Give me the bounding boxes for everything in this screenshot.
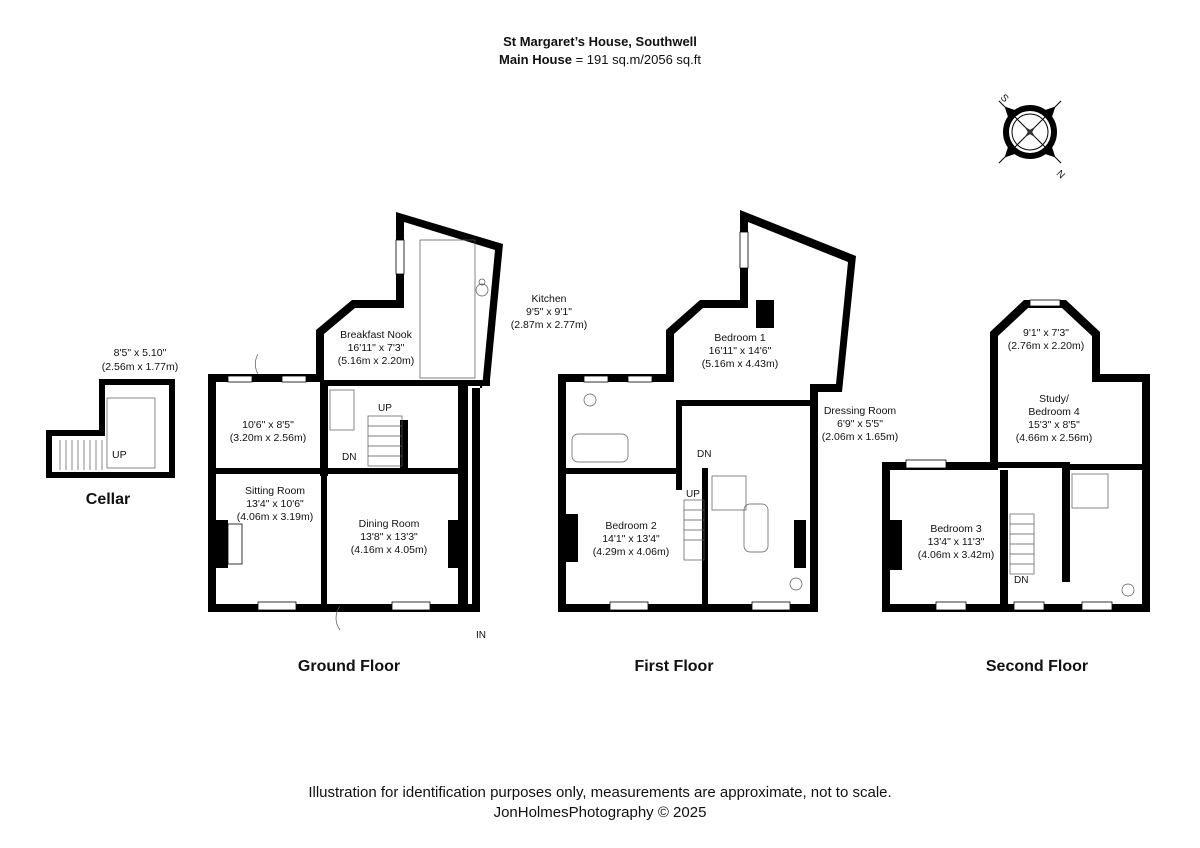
first-stair-down: DN (697, 449, 711, 460)
dressing-room-dims-metric: (2.06m x 1.65m) (822, 431, 898, 443)
bedroom1-name: Bedroom 1 (714, 332, 766, 344)
second-floor-title: Second Floor (986, 658, 1088, 675)
bedroom2-name: Bedroom 2 (605, 520, 657, 532)
kitchen-dims-imperial: 9'5" x 9'1" (526, 306, 572, 318)
sitting-room-dims-metric: (4.06m x 3.19m) (237, 511, 313, 523)
area-label: Main House (499, 52, 572, 67)
dining-room-dims-metric: (4.16m x 4.05m) (351, 544, 427, 556)
ground-stair-up: UP (378, 403, 392, 414)
bedroom2-dims-metric: (4.29m x 4.06m) (593, 546, 669, 558)
study-dims-imperial: 15'3" x 8'5" (1028, 419, 1080, 431)
area-value: = 191 sq.m/2056 sq.ft (575, 52, 701, 67)
study-dims-metric: (4.66m x 2.56m) (1016, 432, 1092, 444)
compass-south-label: S (998, 92, 1011, 105)
bedroom1-dims-imperial: 16'11" x 14'6" (709, 345, 772, 357)
study-name-1: Study/ (1039, 393, 1069, 405)
breakfast-nook-dims-imperial: 16'11" x 7'3" (348, 342, 405, 354)
sitting-room-name: Sitting Room (245, 485, 305, 497)
entrance-label: IN (476, 630, 486, 641)
cellar-stair-up: UP (112, 449, 127, 461)
compass-north-label: N (1054, 168, 1067, 181)
breakfast-nook-name: Breakfast Nook (340, 329, 413, 341)
kitchen-name: Kitchen (531, 293, 566, 305)
first-floor-title: First Floor (634, 658, 713, 675)
bedroom2-dims-imperial: 14'1" x 13'4" (602, 533, 660, 545)
area-summary: Main House = 191 sq.m/2056 sq.ft (0, 52, 1200, 67)
study-name-2: Bedroom 4 (1028, 406, 1080, 418)
compass-rose (998, 100, 1062, 164)
second-stair-down: DN (1014, 575, 1028, 586)
sitting-room-dims-imperial: 13'4" x 10'6" (246, 498, 304, 510)
second-floor-plan (882, 299, 1150, 612)
dressing-room-name: Dressing Room (824, 405, 897, 417)
bay-room-dims-imperial: 9'1" x 7'3" (1023, 327, 1069, 339)
cellar-dims-imperial: 8'5" x 5.10" (114, 347, 167, 359)
bedroom3-dims-imperial: 13'4" x 11'3" (928, 536, 985, 548)
small-room-dims-imperial: 10'6" x 8'5" (242, 419, 294, 431)
bedroom3-dims-metric: (4.06m x 3.42m) (918, 549, 994, 561)
credit-text: JonHolmesPhotography © 2025 (493, 804, 707, 821)
bedroom1-dims-metric: (5.16m x 4.43m) (702, 358, 778, 370)
bedroom3-name: Bedroom 3 (930, 523, 982, 535)
small-room-dims-metric: (3.20m x 2.56m) (230, 432, 306, 444)
first-stair-up: UP (686, 489, 700, 500)
dining-room-dims-imperial: 13'8" x 13'3" (360, 531, 418, 543)
first-floor-plan (558, 210, 856, 612)
breakfast-nook-dims-metric: (5.16m x 2.20m) (338, 355, 414, 367)
kitchen-dims-metric: (2.87m x 2.77m) (511, 319, 587, 331)
plan-title: St Margaret’s House, Southwell (503, 34, 697, 49)
dining-room-name: Dining Room (359, 518, 420, 530)
ground-floor-title: Ground Floor (298, 658, 400, 675)
ground-stair-down: DN (342, 452, 356, 463)
ground-floor-plan (208, 212, 503, 631)
bay-room-dims-metric: (2.76m x 2.20m) (1008, 340, 1084, 352)
cellar-plan (46, 379, 175, 478)
dressing-room-dims-imperial: 6'9" x 5'5" (837, 418, 883, 430)
cellar-title: Cellar (86, 491, 130, 508)
cellar-dims-metric: (2.56m x 1.77m) (102, 361, 178, 373)
disclaimer-text: Illustration for identification purposes… (308, 784, 892, 801)
